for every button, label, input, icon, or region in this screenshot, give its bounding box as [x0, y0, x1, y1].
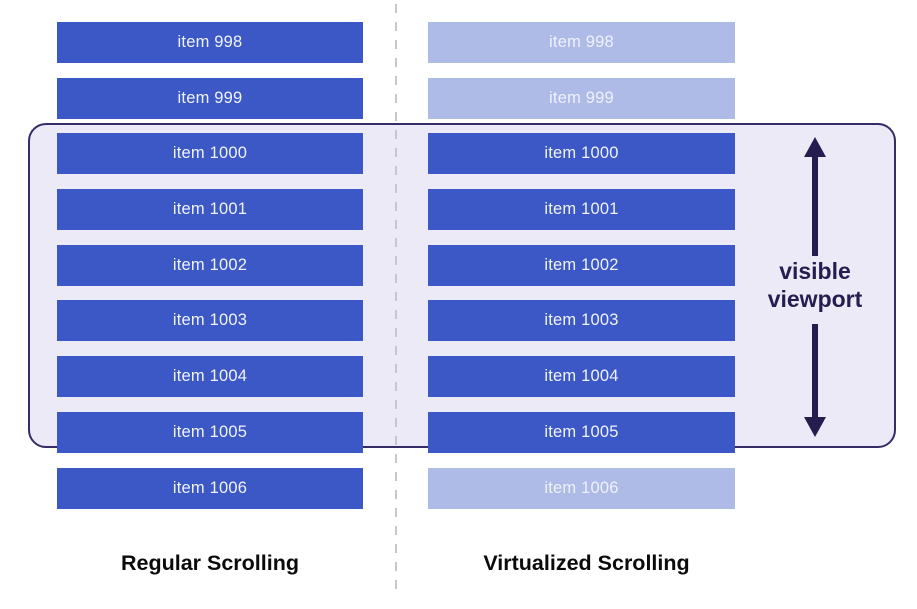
regular-item-bar: item 998: [57, 22, 363, 63]
regular-item-bar: item 1006: [57, 467, 363, 509]
regular-item-bar: item 1005: [57, 411, 363, 453]
arrow-down-shaft: [812, 324, 818, 418]
regular-item-bar: item 1003: [57, 300, 363, 342]
virtualized-item-bar: item 998: [428, 22, 735, 63]
arrow-up-shaft: [812, 155, 818, 256]
regular-item-bar: item 1002: [57, 244, 363, 286]
virtualized-column-title: Virtualized Scrolling: [483, 551, 690, 575]
visible-viewport-label: visible viewport: [767, 258, 863, 312]
arrow-up-icon: [804, 137, 826, 157]
arrow-down-icon: [804, 417, 826, 437]
virtualized-item-bar: item 999: [428, 77, 735, 119]
virtualized-item-bar: item 1003: [428, 300, 735, 342]
column-divider: [395, 4, 397, 590]
regular-item-bar: item 1004: [57, 356, 363, 398]
virtualized-item-bar: item 1002: [428, 244, 735, 286]
virtualized-item-bar: item 1004: [428, 356, 735, 398]
regular-scrolling-column: item 998 item 999 item 1000 item 1001 it…: [57, 22, 363, 509]
virtualized-item-bar: item 1006: [428, 467, 735, 509]
virtualized-scrolling-column: item 998 item 999 item 1000 item 1001 it…: [428, 22, 735, 509]
virtualized-item-bar: item 1000: [428, 133, 735, 175]
virtualized-item-bar: item 1005: [428, 411, 735, 453]
virtualized-item-bar: item 1001: [428, 189, 735, 231]
regular-item-bar: item 1000: [57, 133, 363, 175]
regular-item-bar: item 999: [57, 77, 363, 119]
regular-column-title: Regular Scrolling: [120, 551, 299, 575]
regular-item-bar: item 1001: [57, 189, 363, 231]
